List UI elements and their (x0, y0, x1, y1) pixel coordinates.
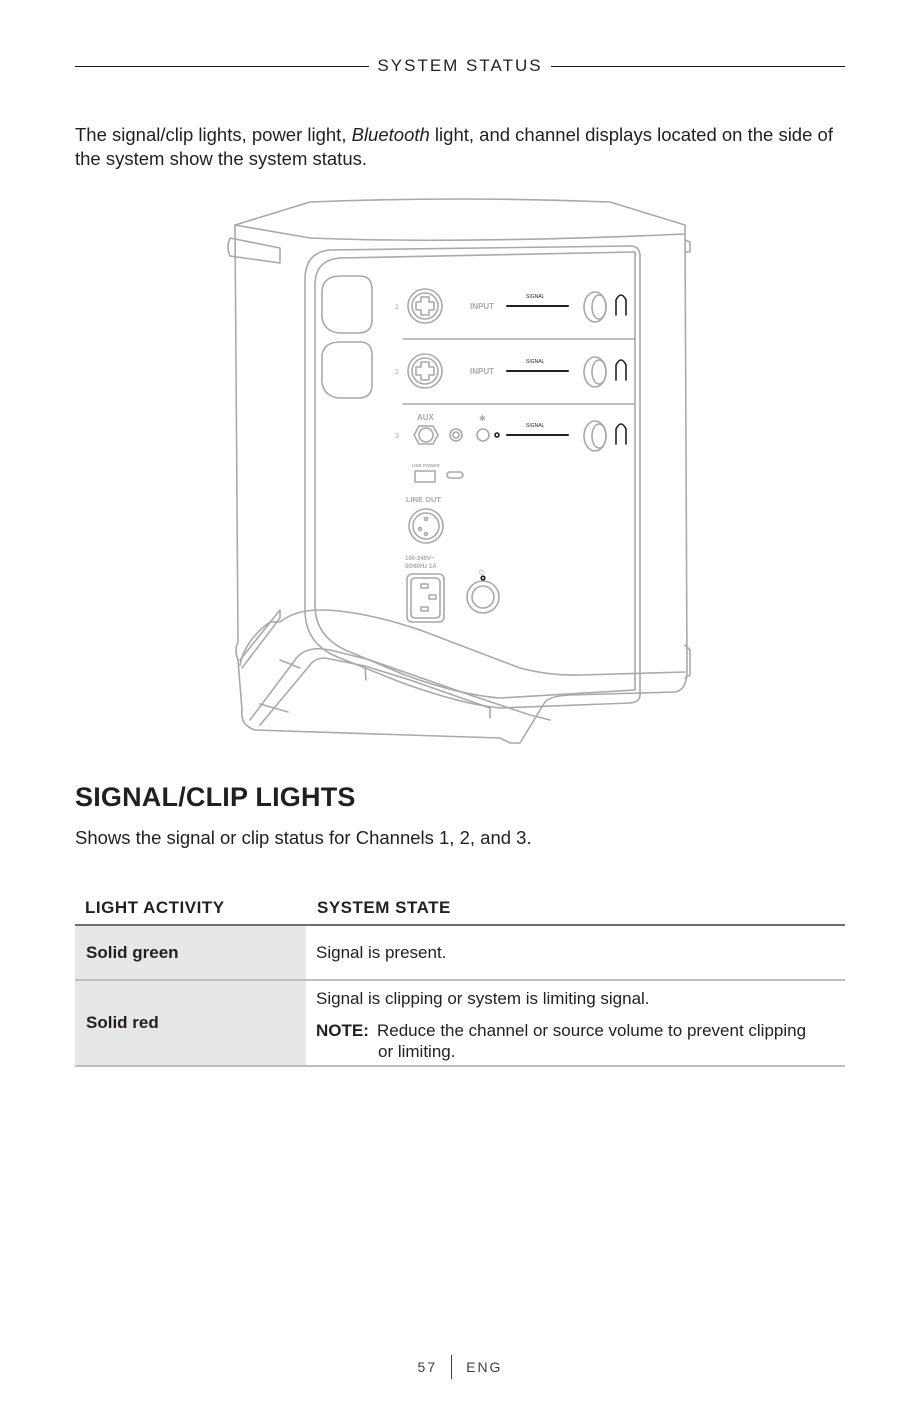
page-footer: 57 ENG (0, 1355, 920, 1379)
svg-text:50/60Hz 1A: 50/60Hz 1A (405, 564, 437, 570)
table-row: Solid green Signal is present. (75, 926, 845, 981)
section-header: SYSTEM STATUS (75, 56, 846, 76)
note: NOTE: Reduce the channel or source volum… (316, 1020, 845, 1062)
footer-divider (451, 1355, 453, 1379)
svg-text:1: 1 (395, 304, 399, 311)
system-state-cell: Signal is clipping or system is limiting… (306, 981, 845, 1065)
note-line-1: Reduce the channel or source volume to p… (377, 1021, 807, 1040)
svg-text:3: 3 (395, 433, 399, 440)
light-activity-table: LIGHT ACTIVITY SYSTEM STATE Solid green … (75, 893, 845, 1067)
svg-text:✱: ✱ (479, 414, 486, 423)
intro-bluetooth-italic: Bluetooth (351, 124, 430, 145)
system-state-text: Signal is clipping or system is limiting… (316, 989, 650, 1008)
light-activity-cell: Solid green (75, 926, 306, 979)
svg-text:LINE OUT: LINE OUT (406, 495, 441, 504)
language-code: ENG (466, 1359, 503, 1375)
table-header: LIGHT ACTIVITY SYSTEM STATE (75, 893, 845, 926)
svg-text:INPUT: INPUT (470, 302, 494, 311)
system-state-cell: Signal is present. (316, 942, 447, 962)
svg-text:SIGNAL: SIGNAL (526, 423, 545, 429)
table-row: Solid red Signal is clipping or system i… (75, 981, 845, 1067)
svg-text:100-240V~: 100-240V~ (405, 556, 435, 562)
note-line-2: or limiting. (378, 1042, 456, 1061)
section-title: SYSTEM STATUS (377, 56, 543, 75)
column-header-system-state: SYSTEM STATE (317, 898, 451, 917)
svg-text:⏻: ⏻ (479, 569, 485, 577)
signal-clip-lights-heading: SIGNAL/CLIP LIGHTS (75, 782, 356, 812)
note-label: NOTE: (316, 1021, 369, 1040)
page-number: 57 (417, 1359, 438, 1375)
svg-text:2: 2 (395, 369, 399, 376)
svg-text:USB POWER: USB POWER (412, 463, 441, 468)
header-rule-left (75, 65, 370, 67)
light-activity-cell: Solid red (75, 981, 306, 1065)
intro-paragraph: The signal/clip lights, power light, Blu… (75, 123, 855, 171)
signal-clip-lights-description: Shows the signal or clip status for Chan… (75, 827, 532, 848)
svg-text:INPUT: INPUT (470, 367, 494, 376)
svg-text:SIGNAL: SIGNAL (526, 294, 545, 300)
svg-text:AUX: AUX (417, 413, 435, 422)
header-rule-right (550, 65, 846, 67)
speaker-side-panel-illustration: 1 2 3 INPUT INPUT AUX USB POWER LINE OUT… (220, 190, 700, 750)
column-header-light-activity: LIGHT ACTIVITY (85, 898, 225, 917)
intro-text-1: The signal/clip lights, power light, (75, 124, 352, 145)
intro-text-2: light, and channel displays located on t… (75, 124, 833, 169)
svg-text:SIGNAL: SIGNAL (526, 359, 545, 365)
note-text: Reduce the channel or source volume to p… (377, 1020, 845, 1062)
